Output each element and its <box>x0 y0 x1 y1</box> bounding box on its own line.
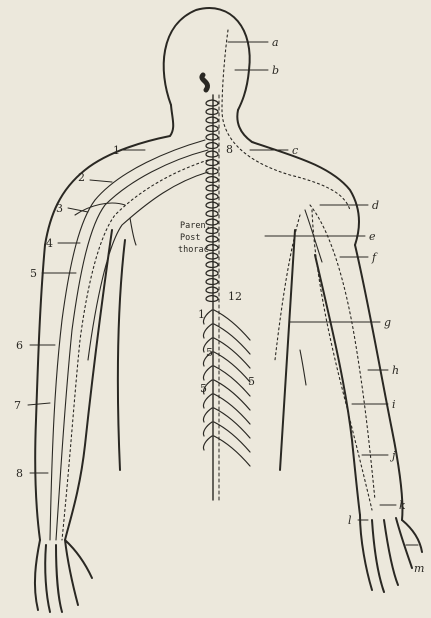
vertebra-loop <box>206 270 218 276</box>
label-a: a <box>272 36 279 49</box>
vertebra-loop <box>206 134 218 140</box>
vertebra-loop <box>206 177 218 183</box>
left-nerve-line-4 <box>88 172 208 360</box>
vertebra-loop <box>206 126 218 132</box>
spine-mark-5b: 5 <box>200 382 207 395</box>
label-h: h <box>392 364 399 377</box>
lumbar-nerves <box>203 310 250 466</box>
vertebra-loop <box>206 236 218 242</box>
label-g: g <box>384 316 391 329</box>
right-shoulder-outline <box>237 110 359 245</box>
label-m: m <box>414 562 424 575</box>
label-4: 4 <box>46 237 53 250</box>
label-l: l <box>348 514 352 527</box>
left-torso <box>118 240 125 470</box>
label-2: 2 <box>78 171 85 184</box>
center-text-line-2: Post <box>180 233 200 243</box>
label-j: j <box>389 449 396 462</box>
label-8: 8 <box>16 467 23 480</box>
lumbar-nerve-left <box>203 366 212 380</box>
label-k: k <box>399 499 406 512</box>
lumbar-nerve-left <box>203 422 212 436</box>
label-6: 6 <box>16 339 23 352</box>
lumbar-nerve-left <box>203 408 212 422</box>
spine-mark-1: 1 <box>198 308 205 321</box>
vertebra-loop <box>206 194 218 200</box>
right-hand <box>360 515 422 592</box>
label-5: 5 <box>30 267 37 280</box>
vertebra-loop <box>206 211 218 217</box>
vertebra-loop <box>206 100 218 106</box>
zone-boundary-h <box>310 205 375 500</box>
right-line-d <box>300 350 306 385</box>
vertebra-loop <box>206 287 218 293</box>
label-i: i <box>392 398 396 411</box>
left-nerve-line-3 <box>62 160 208 540</box>
vertebra-loop <box>206 279 218 285</box>
spine-mark-8: 8 <box>226 143 233 156</box>
vertebra-loop <box>206 151 218 157</box>
head-outline <box>164 8 250 110</box>
center-text-line-1: Paren. <box>180 221 211 231</box>
label-3: 3 <box>56 202 63 215</box>
right-torso <box>280 230 295 470</box>
vertebra-loop <box>206 296 218 302</box>
vertebra-loop <box>206 168 218 174</box>
label-b: b <box>272 64 279 77</box>
lumbar-nerve-left <box>203 394 212 408</box>
spinal-column <box>202 75 250 500</box>
left-nerve-line-1 <box>50 140 205 540</box>
label-f: f <box>371 251 378 264</box>
left-arm-outer <box>35 245 45 540</box>
label-1: 1 <box>113 144 120 157</box>
center-text-line-3: thorac <box>178 245 209 255</box>
vertebra-loop <box>206 262 218 268</box>
label-c: c <box>292 144 298 157</box>
vertebra-loop <box>206 109 218 115</box>
vertebra-loop <box>206 117 218 123</box>
spine-mark-5a: 5 <box>206 346 213 359</box>
vertebra-loops <box>206 100 218 302</box>
zone-boundary-a <box>222 30 350 210</box>
label-d: d <box>372 199 379 212</box>
label-7: 7 <box>14 399 21 412</box>
left-nerve-stub <box>130 218 136 245</box>
left-arm-dermatome-lines <box>50 140 208 540</box>
label-e: e <box>369 230 376 243</box>
right-arm-outer <box>355 245 403 520</box>
zone-boundary-i <box>312 210 372 510</box>
vertebra-loop <box>206 185 218 191</box>
spine-mark-12: 12 <box>228 290 242 303</box>
vertebra-loop <box>206 202 218 208</box>
vertebra-loop <box>206 143 218 149</box>
lumbar-nerve-left <box>203 436 212 450</box>
occipital-mark <box>202 75 208 90</box>
lumbar-nerve-left <box>203 324 212 338</box>
left-arm-inner <box>65 230 112 540</box>
body-outline <box>35 8 422 612</box>
spine-mark-5c: 5 <box>248 375 255 388</box>
left-hand <box>35 540 92 612</box>
leader-lines <box>28 42 418 545</box>
